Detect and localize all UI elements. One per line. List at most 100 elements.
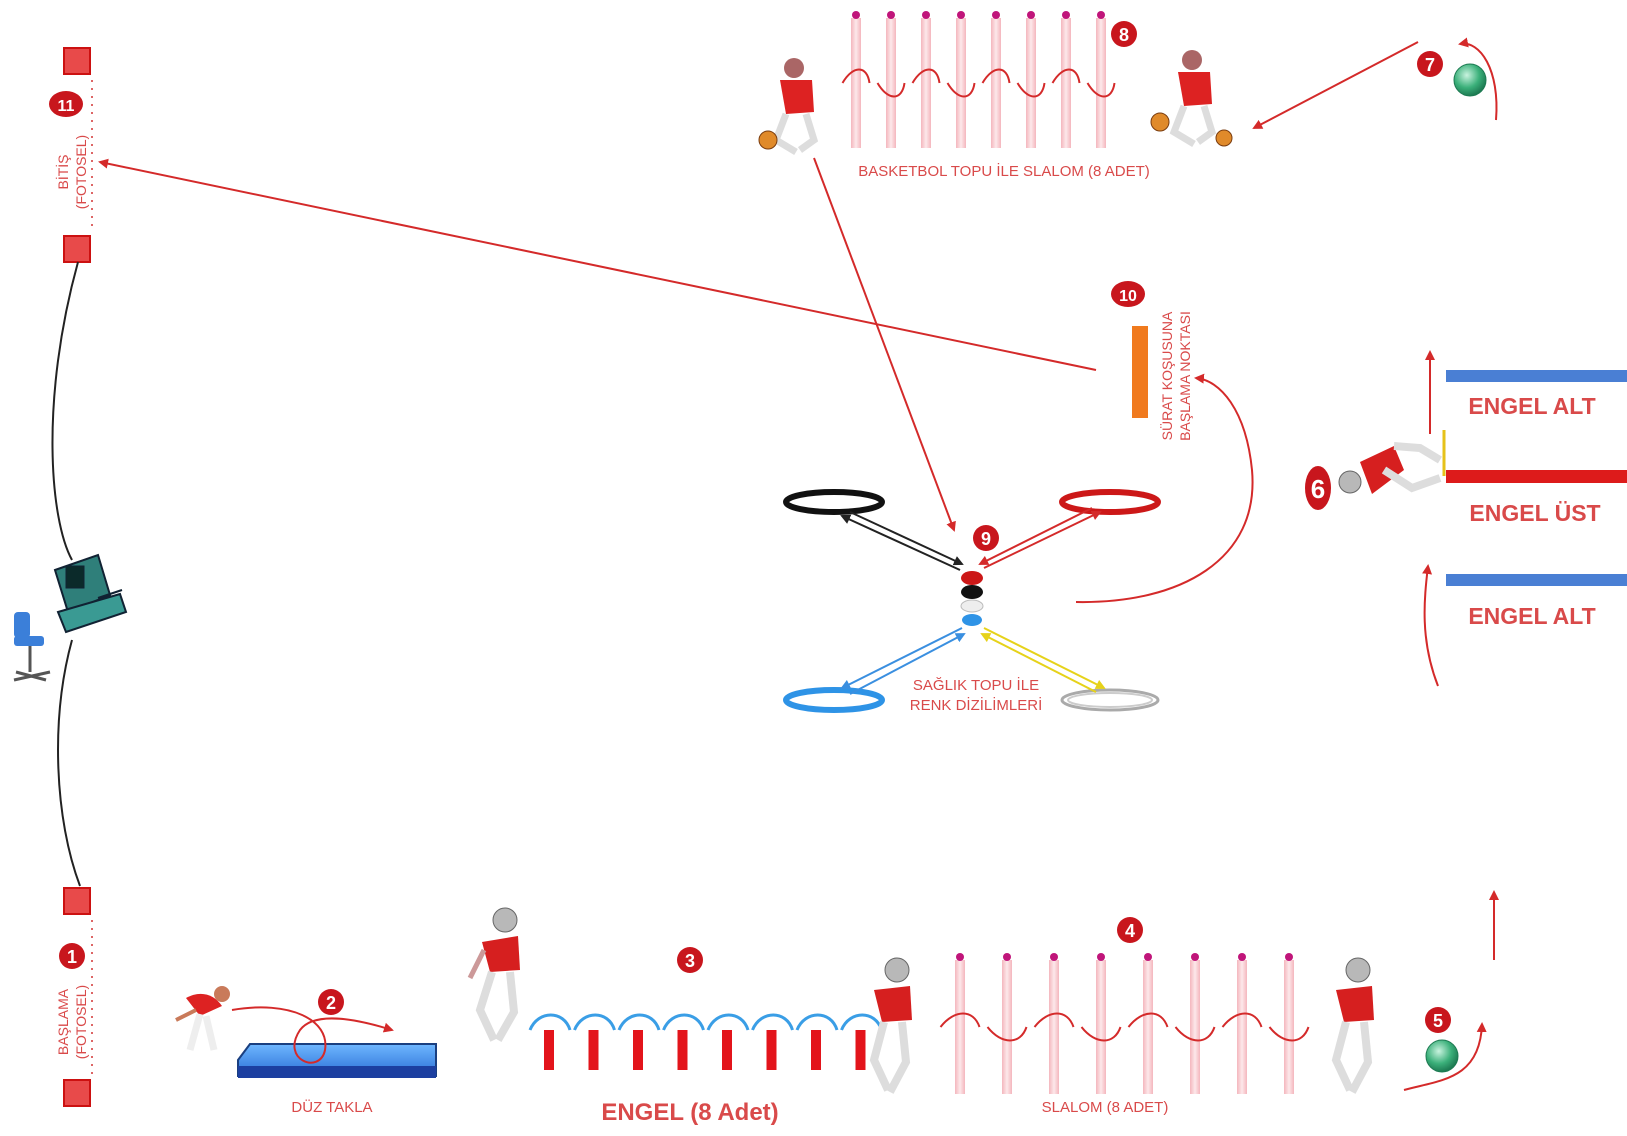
badge-number: 10 — [1119, 288, 1137, 305]
station-ball-pickup — [1252, 37, 1498, 129]
photocell-top-sensor — [63, 47, 91, 75]
hurdle — [766, 1030, 777, 1070]
hurdle — [722, 1030, 732, 1070]
color-sequence-label: SAĞLIK TOPU İLE — [913, 676, 1039, 694]
station-slalom — [939, 953, 1310, 1094]
jump-arrow — [573, 1013, 616, 1031]
to-sprint-arrow — [1075, 373, 1254, 604]
forward-roll-label: DÜZ TAKLA — [291, 1098, 372, 1116]
station-forward-roll — [175, 986, 437, 1078]
badge-5: 5 — [1425, 1007, 1451, 1033]
badge-4: 4 — [1117, 917, 1143, 943]
bar-upper — [1446, 470, 1627, 483]
runner-icon — [467, 907, 520, 1042]
slalom-pole — [851, 18, 861, 148]
slalom-path — [939, 1012, 1310, 1042]
finish-label: BİTİŞ — [54, 154, 71, 189]
slalom-pole — [956, 18, 966, 148]
sprint-start-label: SÜRAT KOŞUSUNA — [1158, 311, 1175, 440]
start-sublabel: (FOTOSEL) — [73, 985, 89, 1059]
basketball-player-icon — [758, 58, 819, 156]
pole-top — [956, 953, 964, 961]
badge-11: 11 — [49, 91, 83, 117]
slalom-pole — [991, 18, 1001, 148]
station-barrier — [1338, 350, 1627, 687]
bar-lower-top — [1446, 370, 1627, 382]
badge-number: 5 — [1433, 1011, 1443, 1031]
pole-top — [1003, 953, 1011, 961]
hurdle — [544, 1030, 554, 1070]
pole-top — [1238, 953, 1246, 961]
badge-number: 3 — [685, 951, 695, 971]
pole-top — [1097, 953, 1105, 961]
arrow-from-red — [978, 507, 1093, 565]
station-medicine-ball — [1403, 890, 1499, 1091]
badge-number: 7 — [1425, 55, 1435, 75]
basketball-icon — [758, 130, 778, 150]
sprint-start-sublabel: BAŞLAMA NOKTASI — [1177, 311, 1193, 441]
start-label: BAŞLAMA — [55, 988, 71, 1055]
approach-arrow — [1422, 564, 1439, 687]
cable-top — [51, 261, 79, 561]
hurdle — [855, 1030, 866, 1070]
arrow-to-white — [983, 627, 1106, 689]
station-basketball-slalom — [841, 11, 1116, 148]
basketball-icon — [1215, 129, 1233, 147]
slalom-pole — [1284, 960, 1294, 1094]
badge-number: 1 — [67, 947, 77, 967]
jump-arrow — [662, 1013, 705, 1031]
finish-sublabel: (FOTOSEL) — [73, 135, 89, 209]
slalom-pole — [921, 18, 931, 148]
photocell-bottom-sensor — [63, 1079, 91, 1107]
jump-arrow — [751, 1013, 794, 1031]
sprint-start-marker — [1132, 326, 1148, 418]
jump-arrow — [840, 1013, 883, 1031]
badge-number: 9 — [981, 529, 991, 549]
ring-black — [783, 489, 885, 515]
slalom-pole — [1096, 18, 1106, 148]
medicine-ball-icon — [1425, 1039, 1459, 1073]
badge-9: 9 — [973, 525, 999, 551]
pole-top — [1191, 953, 1199, 961]
turn-arrow — [1458, 37, 1498, 121]
badge-7: 7 — [1417, 51, 1443, 77]
jump-arrow — [528, 1013, 572, 1031]
slalom-pole — [955, 960, 965, 1094]
bar-label-lower-bottom: ENGEL ALT — [1468, 603, 1595, 629]
badge-number: 6 — [1311, 474, 1325, 504]
slalom-pole — [1143, 960, 1153, 1094]
cable-bottom — [57, 639, 81, 887]
medicine-ball-icon — [1453, 63, 1487, 97]
badge-1: 1 — [59, 943, 85, 969]
slalom-pole — [1096, 960, 1106, 1094]
slalom-pole — [1061, 18, 1071, 148]
ring-white — [1060, 688, 1160, 712]
hurdle — [633, 1030, 643, 1070]
basketball-player-icon — [1150, 50, 1233, 148]
slalom-pole — [886, 18, 896, 148]
bar-lower-bottom — [1446, 574, 1627, 586]
roll-path-arrow — [231, 1006, 394, 1064]
pole-top — [922, 11, 930, 19]
slalom-label: SLALOM (8 ADET) — [1042, 1099, 1169, 1116]
badge-number: 2 — [326, 993, 336, 1013]
pole-top — [957, 11, 965, 19]
to-color-station-arrow — [813, 157, 956, 532]
pole-top — [1050, 953, 1058, 961]
pole-top — [887, 11, 895, 19]
jump-arrow — [706, 1013, 750, 1031]
ring-white-inner — [1067, 692, 1153, 708]
station-hurdles — [528, 1013, 883, 1070]
slalom-pole — [1049, 960, 1059, 1094]
slalom-pole — [1237, 960, 1247, 1094]
photocell-bottom-sensor — [63, 235, 91, 263]
pole-top — [1062, 11, 1070, 19]
runner-icon — [869, 957, 912, 1094]
pole-top — [1097, 11, 1105, 19]
hurdle — [811, 1030, 821, 1070]
jump-arrow — [617, 1013, 661, 1031]
gym-mat-edge — [238, 1066, 436, 1078]
to-slalom-arrow — [1252, 41, 1419, 129]
jump-arrow — [795, 1013, 839, 1031]
arrow-from-blue — [849, 633, 966, 695]
